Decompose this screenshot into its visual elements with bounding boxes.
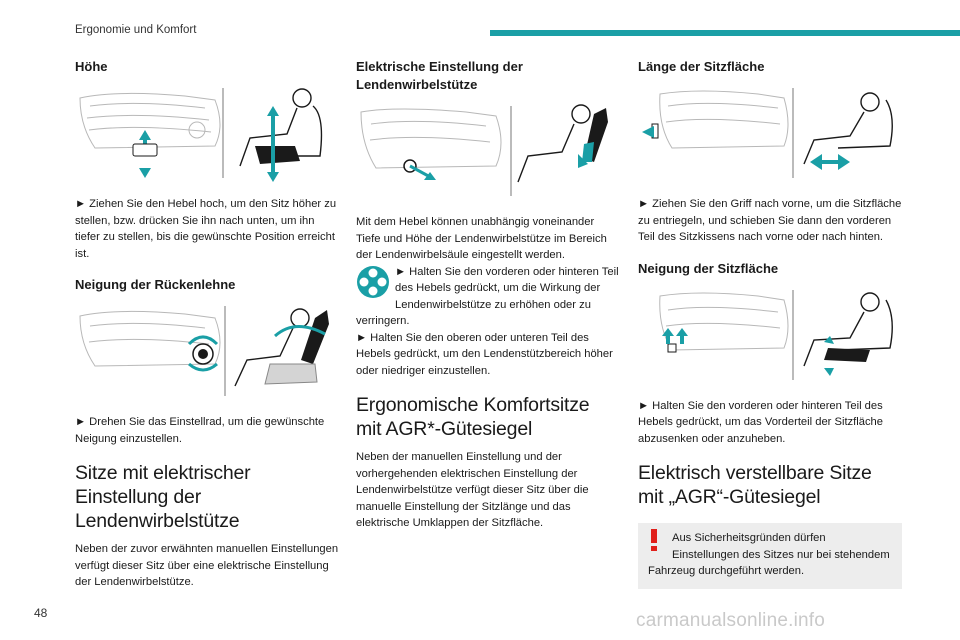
safety-note-line1: Aus Sicherheitsgründen dürfen (672, 532, 826, 544)
heading-elv-line2: mit „AGR“-Gütesiegel (638, 486, 821, 508)
para-sitze-elektrisch: Neben der zuvor erwähnten manuellen Eins… (75, 543, 339, 588)
para-neigung-rueckenlehne: ► Drehen Sie das Einstellrad, um die gew… (75, 416, 325, 445)
heading-sitze-elektrisch: Sitze mit elektrischer Einstellung der L… (75, 461, 340, 533)
column-2: Elektrische Einstellung der Lendenwirbel… (356, 58, 621, 532)
heading-hoehe: Höhe (75, 59, 108, 74)
heading-sitze-elektrisch-line3: Lendenwirbelstütze (75, 510, 240, 532)
figure-seat-height (75, 86, 340, 186)
figure-lumbar-support (356, 104, 621, 204)
figure-seat-length (638, 86, 903, 186)
heading-elv-line1: Elektrisch verstellbare Sitze (638, 462, 872, 484)
column-3: Länge der Sitzfläche ► Ziehen Sie den Gr (638, 58, 903, 589)
heading-sitze-elektrisch-line1: Sitze mit elektrischer (75, 462, 251, 484)
heading-sitze-elektrisch-line2: Einstellung der (75, 486, 201, 508)
heading-elektrische-lendenwirbelstuetze: Elektrische Einstellung der Lendenwirbel… (356, 58, 621, 94)
para-lenden-1: Mit dem Hebel können unabhängig voneinan… (356, 216, 607, 261)
safety-note-line3: Fahrzeug durchgeführt werden. (648, 565, 805, 577)
watermark: carmanualsonline.info (636, 610, 826, 631)
figure-seat-cushion-tilt (638, 288, 903, 388)
para-agr: Neben der manuellen Einstellung und der … (356, 451, 589, 529)
para-lenden-2-block: ► Halten Sie den vorderen oder hinteren … (356, 264, 621, 330)
para-lenden-3: ► Halten Sie den oberen oder unteren Tei… (356, 331, 613, 377)
page-header-accent-bar (490, 30, 960, 36)
safety-note-line2: Einstellungen des Sitzes nur bei stehend… (672, 548, 890, 561)
safety-note-text: Aus Sicherheitsgründen dürfen Einstellun… (648, 530, 892, 580)
lumbar-control-icon (357, 265, 389, 298)
heading-laenge-sitzflaeche: Länge der Sitzfläche (638, 59, 765, 74)
para-laenge-sitzflaeche: ► Ziehen Sie den Griff nach vorne, um di… (638, 198, 902, 243)
heading-neigung-sitzflaeche: Neigung der Sitzfläche (638, 260, 779, 276)
para-neigung-sitzflaeche: ► Halten Sie den vorderen oder hinteren … (638, 399, 884, 445)
figure-backrest-tilt (75, 304, 340, 404)
page-header-label: Ergonomie und Komfort (75, 24, 197, 36)
safety-note: Aus Sicherheitsgründen dürfen Einstellun… (638, 523, 902, 589)
para-lenden-2: ► Halten Sie den vorderen oder hinteren … (356, 265, 619, 328)
page-number: 48 (34, 606, 48, 620)
heading-elektrisch-verstellbare-sitze: Elektrisch verstellbare Sitze mit „AGR“-… (638, 461, 903, 509)
column-1: Höhe ► Ziehen Sie den Hebel h (75, 58, 340, 591)
para-hoehe: ► Ziehen Sie den Hebel hoch, um den Sitz… (75, 198, 337, 260)
heading-lenden-line2: Lendenwirbelstütze (356, 77, 478, 92)
warning-icon (651, 529, 657, 551)
heading-ergonomische-komfortsitze: Ergonomische Komfortsitze mit AGR*-Gütes… (356, 393, 621, 441)
heading-agr-line2: mit AGR*-Gütesiegel (356, 418, 533, 440)
heading-lenden-line1: Elektrische Einstellung der (356, 59, 523, 74)
heading-agr-line1: Ergonomische Komfortsitze (356, 394, 590, 416)
heading-neigung-rueckenlehne: Neigung der Rückenlehne (75, 277, 236, 292)
